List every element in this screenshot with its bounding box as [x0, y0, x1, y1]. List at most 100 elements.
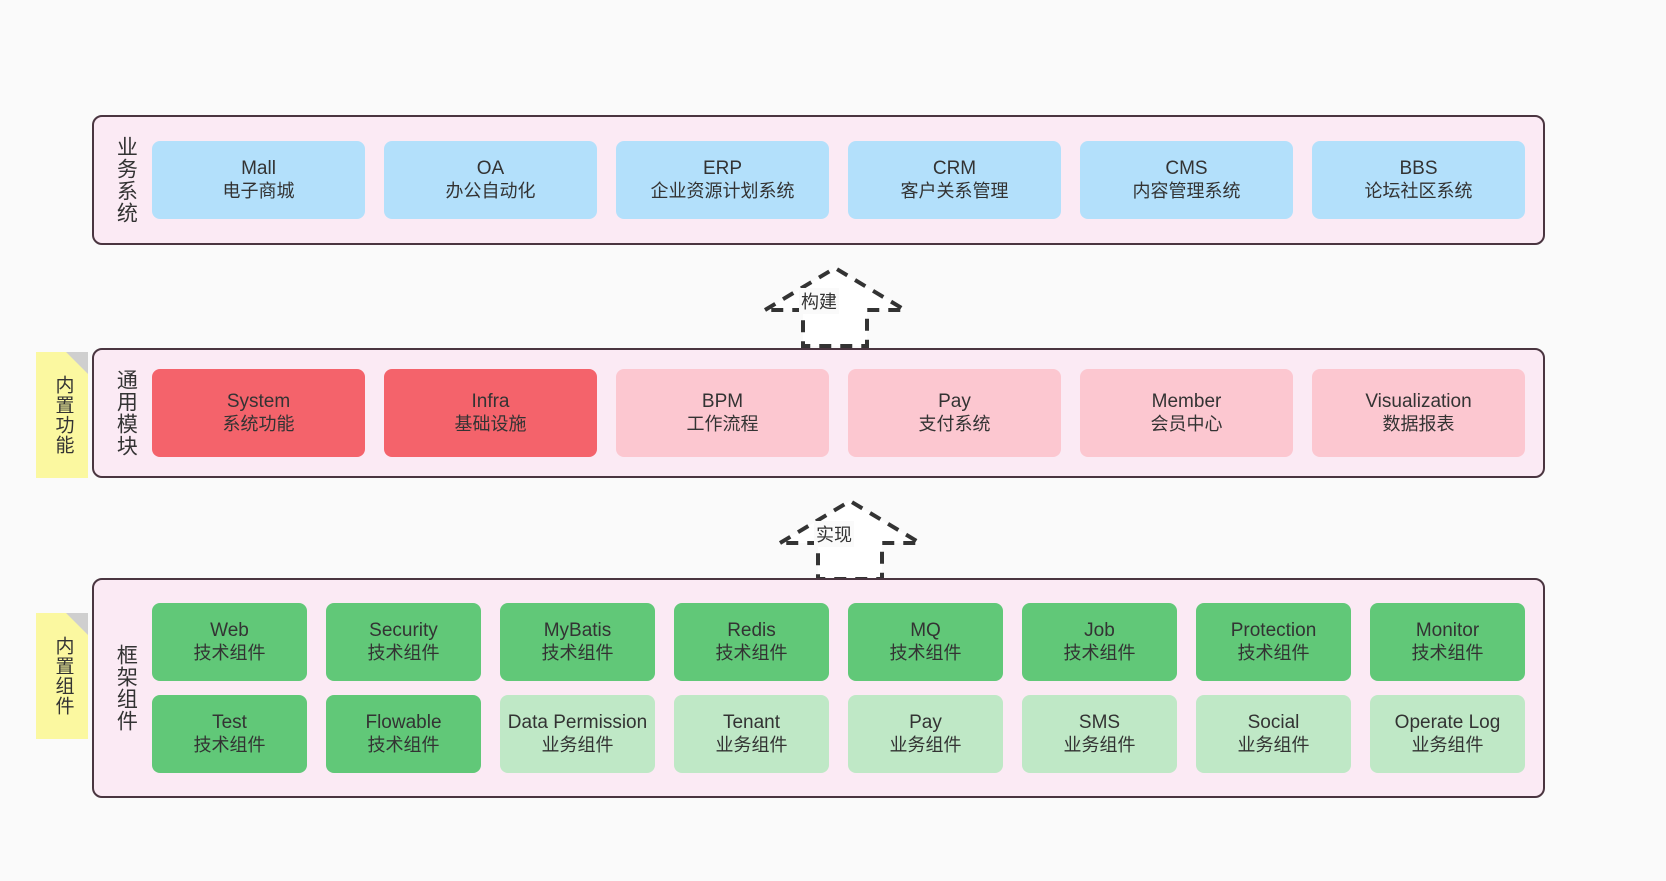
box-bbs[interactable]: BBS 论坛社区系统 — [1312, 141, 1525, 219]
box-erp-title: ERP — [702, 158, 743, 180]
layer-business-system-label: 业务系统 — [114, 136, 138, 224]
layer-framework-component-body: Web 技术组件 Security 技术组件 MyBatis 技术组件 Redi… — [144, 580, 1543, 796]
box-mybatis-subtitle: 技术组件 — [541, 642, 614, 663]
arrow-build: 构建 — [755, 262, 915, 352]
arrow-build-label: 构建 — [799, 288, 839, 314]
box-mybatis[interactable]: MyBatis 技术组件 — [500, 603, 655, 681]
box-visualization-subtitle: 数据报表 — [1382, 413, 1455, 434]
box-tenant-subtitle: 业务组件 — [715, 734, 788, 755]
box-pay-module-title: Pay — [938, 391, 971, 413]
box-redis-title: Redis — [727, 620, 776, 642]
framework-business-row: Test 技术组件 Flowable 技术组件 Data Permission … — [152, 695, 1525, 773]
box-data-permission-title: Data Permission — [507, 712, 648, 734]
box-tenant-title: Tenant — [722, 712, 781, 734]
box-system[interactable]: System 系统功能 — [152, 369, 365, 457]
box-test-title: Test — [212, 712, 247, 734]
box-redis-subtitle: 技术组件 — [715, 642, 788, 663]
box-redis[interactable]: Redis 技术组件 — [674, 603, 829, 681]
box-pay-component-subtitle: 业务组件 — [889, 734, 962, 755]
layer-common-module-body: System 系统功能 Infra 基础设施 BPM 工作流程 Pay 支付系统… — [144, 350, 1543, 476]
box-visualization[interactable]: Visualization 数据报表 — [1312, 369, 1525, 457]
box-monitor-subtitle: 技术组件 — [1411, 642, 1484, 663]
box-bpm-subtitle: 工作流程 — [686, 413, 759, 434]
box-cms[interactable]: CMS 内容管理系统 — [1080, 141, 1293, 219]
layer-business-system: 业务系统 Mall 电子商城 OA 办公自动化 ERP 企业资源计划系统 CRM — [92, 115, 1545, 245]
box-flowable-title: Flowable — [365, 712, 442, 734]
box-data-permission[interactable]: Data Permission 业务组件 — [500, 695, 655, 773]
box-web-subtitle: 技术组件 — [193, 642, 266, 663]
box-sms-title: SMS — [1078, 712, 1121, 734]
box-cms-subtitle: 内容管理系统 — [1132, 180, 1241, 201]
box-operate-log-title: Operate Log — [1394, 712, 1501, 734]
box-social[interactable]: Social 业务组件 — [1196, 695, 1351, 773]
note-builtin-component-label: 内置组件 — [52, 636, 74, 716]
note-builtin-function-label: 内置功能 — [52, 375, 74, 455]
box-sms-subtitle: 业务组件 — [1063, 734, 1136, 755]
box-social-title: Social — [1247, 712, 1300, 734]
box-mall-title: Mall — [241, 158, 276, 180]
box-oa[interactable]: OA 办公自动化 — [384, 141, 597, 219]
framework-tech-row: Web 技术组件 Security 技术组件 MyBatis 技术组件 Redi… — [152, 603, 1525, 681]
box-infra-title: Infra — [471, 391, 510, 413]
box-security-title: Security — [369, 620, 438, 642]
box-test[interactable]: Test 技术组件 — [152, 695, 307, 773]
box-sms[interactable]: SMS 业务组件 — [1022, 695, 1177, 773]
box-erp-subtitle: 企业资源计划系统 — [650, 180, 795, 201]
box-bbs-title: BBS — [1399, 158, 1438, 180]
arrow-implement: 实现 — [770, 495, 930, 585]
box-job-subtitle: 技术组件 — [1063, 642, 1136, 663]
arrow-implement-label: 实现 — [814, 521, 854, 547]
layer-common-module: 通用模块 System 系统功能 Infra 基础设施 BPM 工作流程 Pay — [92, 348, 1545, 478]
box-monitor-title: Monitor — [1415, 620, 1480, 642]
box-flowable-subtitle: 技术组件 — [367, 734, 440, 755]
box-protection-title: Protection — [1230, 620, 1317, 642]
note-builtin-function: 内置功能 — [36, 352, 88, 478]
box-bpm-title: BPM — [701, 391, 744, 413]
box-pay-component[interactable]: Pay 业务组件 — [848, 695, 1003, 773]
box-tenant[interactable]: Tenant 业务组件 — [674, 695, 829, 773]
box-security[interactable]: Security 技术组件 — [326, 603, 481, 681]
box-job-title: Job — [1084, 620, 1115, 642]
box-security-subtitle: 技术组件 — [367, 642, 440, 663]
box-job[interactable]: Job 技术组件 — [1022, 603, 1177, 681]
box-oa-title: OA — [476, 158, 505, 180]
layer-business-system-body: Mall 电子商城 OA 办公自动化 ERP 企业资源计划系统 CRM 客户关系… — [144, 117, 1543, 243]
box-protection-subtitle: 技术组件 — [1237, 642, 1310, 663]
common-module-row: System 系统功能 Infra 基础设施 BPM 工作流程 Pay 支付系统… — [152, 369, 1525, 457]
box-mall-subtitle: 电子商城 — [222, 180, 295, 201]
box-data-permission-subtitle: 业务组件 — [541, 734, 614, 755]
box-protection[interactable]: Protection 技术组件 — [1196, 603, 1351, 681]
box-pay-module-subtitle: 支付系统 — [918, 413, 991, 434]
box-erp[interactable]: ERP 企业资源计划系统 — [616, 141, 829, 219]
box-monitor[interactable]: Monitor 技术组件 — [1370, 603, 1525, 681]
box-cms-title: CMS — [1165, 158, 1208, 180]
box-operate-log[interactable]: Operate Log 业务组件 — [1370, 695, 1525, 773]
layer-framework-component: 框架组件 Web 技术组件 Security 技术组件 MyBatis 技术组件… — [92, 578, 1545, 798]
business-system-row: Mall 电子商城 OA 办公自动化 ERP 企业资源计划系统 CRM 客户关系… — [152, 141, 1525, 219]
layer-common-module-label: 通用模块 — [114, 369, 138, 457]
box-infra[interactable]: Infra 基础设施 — [384, 369, 597, 457]
box-bbs-subtitle: 论坛社区系统 — [1364, 180, 1473, 201]
box-crm-title: CRM — [932, 158, 977, 180]
note-builtin-component: 内置组件 — [36, 613, 88, 739]
box-infra-subtitle: 基础设施 — [454, 413, 527, 434]
box-member-title: Member — [1151, 391, 1222, 413]
box-test-subtitle: 技术组件 — [193, 734, 266, 755]
box-oa-subtitle: 办公自动化 — [445, 180, 536, 201]
note-fold-corner-icon — [66, 613, 88, 635]
box-system-title: System — [226, 391, 291, 413]
box-pay-component-title: Pay — [909, 712, 942, 734]
box-pay-module[interactable]: Pay 支付系统 — [848, 369, 1061, 457]
box-operate-log-subtitle: 业务组件 — [1411, 734, 1484, 755]
box-mq[interactable]: MQ 技术组件 — [848, 603, 1003, 681]
box-visualization-title: Visualization — [1365, 391, 1472, 413]
box-mall[interactable]: Mall 电子商城 — [152, 141, 365, 219]
box-flowable[interactable]: Flowable 技术组件 — [326, 695, 481, 773]
box-system-subtitle: 系统功能 — [222, 413, 295, 434]
box-bpm[interactable]: BPM 工作流程 — [616, 369, 829, 457]
box-web[interactable]: Web 技术组件 — [152, 603, 307, 681]
box-crm-subtitle: 客户关系管理 — [900, 180, 1009, 201]
box-crm[interactable]: CRM 客户关系管理 — [848, 141, 1061, 219]
box-social-subtitle: 业务组件 — [1237, 734, 1310, 755]
box-member[interactable]: Member 会员中心 — [1080, 369, 1293, 457]
